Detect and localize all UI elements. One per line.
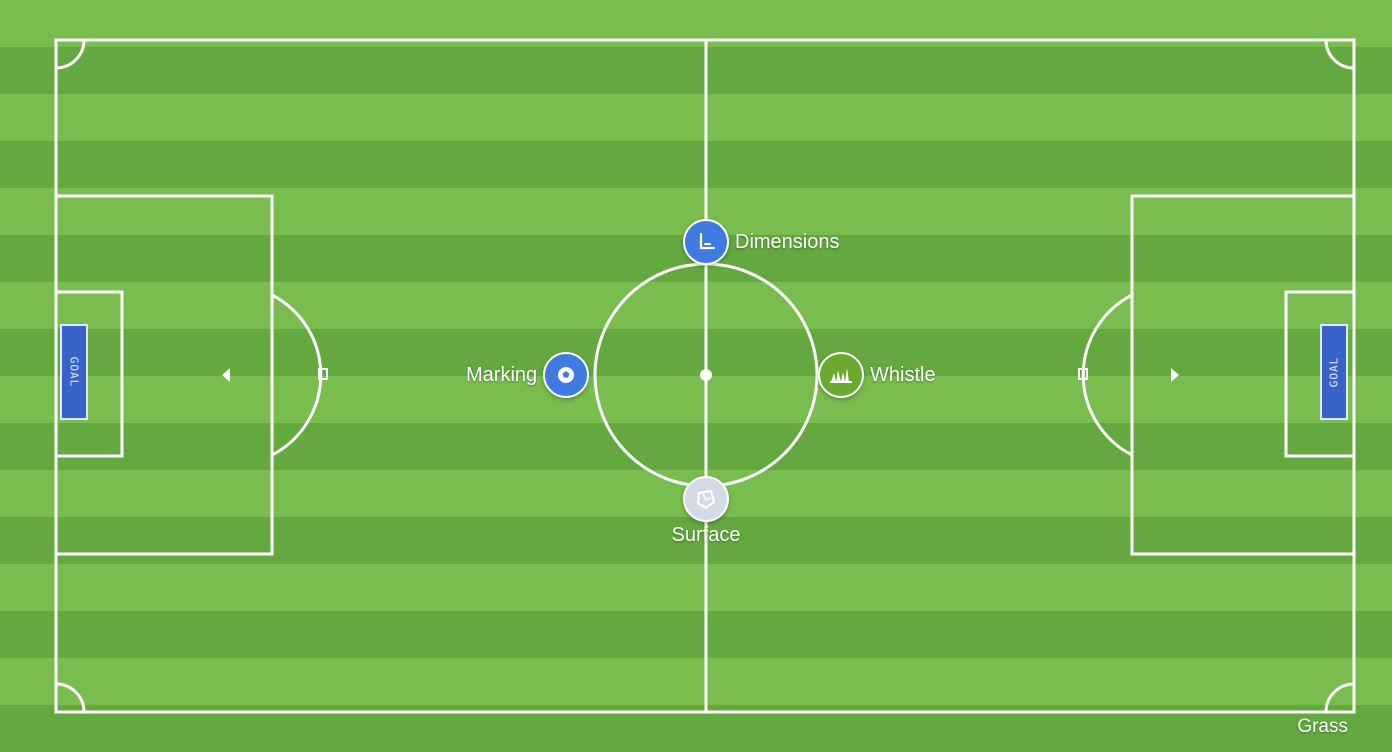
grass-stripe [0,564,1392,612]
grass-icon [830,368,852,383]
grass-stripe [0,517,1392,565]
pitch-lines [54,38,1356,714]
right-penalty-arc [1081,293,1133,457]
corner-arc-bottom-left [55,682,86,713]
dimensions-label: Dimensions [735,230,840,253]
left-penalty-spot-arrow [222,368,230,382]
surface-button[interactable] [683,476,729,522]
surface-marker[interactable]: Surface [662,476,750,547]
whistle-button[interactable] [818,352,864,398]
left-goal-sign-text: GOAL [67,356,81,388]
grass-stripe [0,329,1392,377]
right-goal-sign-text: GOAL [1327,356,1341,388]
corner-arc-top-right [1324,39,1355,70]
left-goal-sign: GOAL [60,324,88,420]
surface-label: Surface [671,524,741,546]
whistle-label: Whistle [870,363,936,386]
left-penalty-arc [271,293,323,457]
left-goal-area [54,290,124,458]
grass-stripe [0,282,1392,330]
marking-label: Marking [466,363,538,386]
grass-stripe [0,141,1392,189]
right-goal-sign: GOAL [1320,324,1348,420]
grass-stripe [0,94,1392,142]
dimensions-marker[interactable]: Dimensions [683,219,839,265]
whistle-marker[interactable]: Whistle [818,352,936,398]
grass-stripe [0,423,1392,471]
right-goal-area [1284,290,1356,458]
corner-arc-top-left [55,39,86,70]
grass-stripe [0,611,1392,659]
grass-label: Grass [1297,716,1348,737]
marking-button[interactable] [543,352,590,398]
center-spot [700,369,712,381]
corner-arc-bottom-right [1324,682,1355,713]
turf-icon [697,490,715,509]
left-arc-tick [318,368,328,380]
right-penalty-spot-arrow [1171,368,1179,382]
dimensions-button[interactable] [683,219,729,265]
marking-marker[interactable]: Marking [466,352,590,398]
grass-stripe [0,47,1392,95]
ball-icon [558,367,575,383]
grass-stripe [0,658,1392,706]
measure-icon [699,232,716,250]
grass-stripe [0,376,1392,424]
right-arc-tick [1078,368,1088,380]
